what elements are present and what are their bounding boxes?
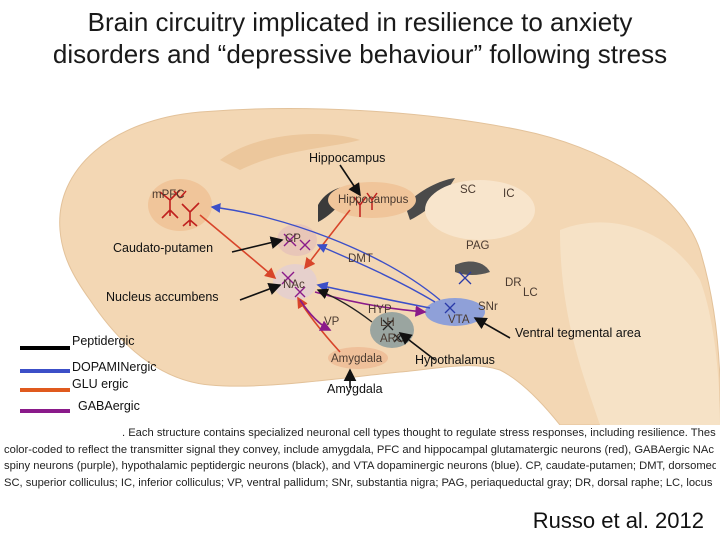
brain-circuit-diagram: mPFC Hippocampus SC IC CP DMT PAG NAc DR… xyxy=(59,108,720,425)
label-amygdala-inner: Amygdala xyxy=(331,353,383,365)
nac-region xyxy=(273,264,317,300)
cerebellum-region xyxy=(560,222,720,425)
caption-line-2: color-coded to reflect the transmitter s… xyxy=(4,443,716,456)
label-hippocampus-inner: Hippocampus xyxy=(338,194,409,206)
ventricle-dark-3 xyxy=(455,261,490,275)
callout-arrow-hippocampus xyxy=(339,164,361,197)
label-sc: SC xyxy=(460,184,476,196)
nac-neurons xyxy=(281,271,306,298)
label-vp: VP xyxy=(324,316,340,328)
legend-label-gabaergic: GABAergic xyxy=(78,399,140,413)
dr-neurons xyxy=(458,271,472,285)
caption-line-3: spiny neurons (purple), hypothalamic pep… xyxy=(4,460,716,472)
legend-swatch-gabaergic xyxy=(20,409,70,413)
mpfc-region xyxy=(148,179,212,231)
callout-amygdala: Amygdala xyxy=(327,382,383,396)
vta-region xyxy=(425,298,485,326)
pathway-blue-vta-nac xyxy=(316,281,431,309)
pathway-purple-nac-vp xyxy=(299,299,332,331)
callout-arrow-caudato-putamen xyxy=(231,236,284,253)
pathway-blue-vta-cp xyxy=(316,244,436,303)
label-pag: PAG xyxy=(466,240,489,252)
legend-swatch-glu xyxy=(20,388,70,392)
label-dr: DR xyxy=(505,277,522,289)
pathway-blue-vta-mpfc xyxy=(210,203,441,301)
label-lc: LC xyxy=(523,287,538,299)
label-nac: NAc xyxy=(283,279,305,291)
amygdala-region xyxy=(328,347,388,369)
label-mpfc: mPFC xyxy=(152,189,185,201)
pathway-red-mpfc-nac xyxy=(199,214,277,280)
hippocampus-neurons xyxy=(353,192,378,217)
callout-arrow-nucleus-accumbens xyxy=(239,282,282,301)
mpfc-neurons xyxy=(159,189,200,227)
callout-hypothalamus: Hypothalamus xyxy=(415,353,495,367)
midbrain-light xyxy=(425,180,535,240)
title-line-2: disorders and “depressive behaviour” fol… xyxy=(52,39,668,69)
legend-label-dopaminergic: DOPAMINergic xyxy=(72,360,157,374)
label-hyp: HYP xyxy=(368,304,392,316)
callout-arrow-hypothalamus xyxy=(398,332,436,361)
legend-label-peptidergic: Peptidergic xyxy=(72,334,135,348)
label-lh: LH xyxy=(380,317,395,329)
label-snr: SNr xyxy=(478,301,498,313)
label-dmt: DMT xyxy=(348,253,373,265)
corpus-callosum xyxy=(220,134,360,170)
label-arc: ARC xyxy=(380,333,404,345)
callout-caudato-putamen: Caudato-putamen xyxy=(113,241,214,255)
caption-line-4: SC, superior colliculus; IC, inferior co… xyxy=(4,476,716,489)
citation: Russo et al. 2012 xyxy=(532,508,704,533)
label-ic: IC xyxy=(503,188,515,200)
legend-label-glu: GLU ergic xyxy=(72,377,129,391)
cp-region xyxy=(277,224,317,256)
title-line-1: Brain circuitry implicated in resilience… xyxy=(87,7,633,37)
callout-nucleus-accumbens: Nucleus accumbens xyxy=(106,290,219,304)
vta-neurons xyxy=(444,302,456,314)
legend-swatch-peptidergic xyxy=(20,346,70,350)
pathway-red-hippo-nac xyxy=(304,209,351,270)
cp-neurons xyxy=(283,233,311,251)
legend-swatch-dopaminergic xyxy=(20,369,70,373)
callout-hippocampus: Hippocampus xyxy=(309,151,386,165)
caption-line-1: . Each structure contains specialized ne… xyxy=(122,427,716,439)
callout-arrow-vta xyxy=(473,317,511,339)
pathway-black-lh-nac xyxy=(316,288,373,323)
label-vta: VTA xyxy=(448,314,470,326)
label-cp: CP xyxy=(285,233,301,245)
slide-title: Brain circuitry implicated in resilience… xyxy=(0,6,720,70)
callout-ventral-tegmental-area: Ventral tegmental area xyxy=(515,326,641,340)
figure-caption: . Each structure contains specialized ne… xyxy=(4,425,716,491)
